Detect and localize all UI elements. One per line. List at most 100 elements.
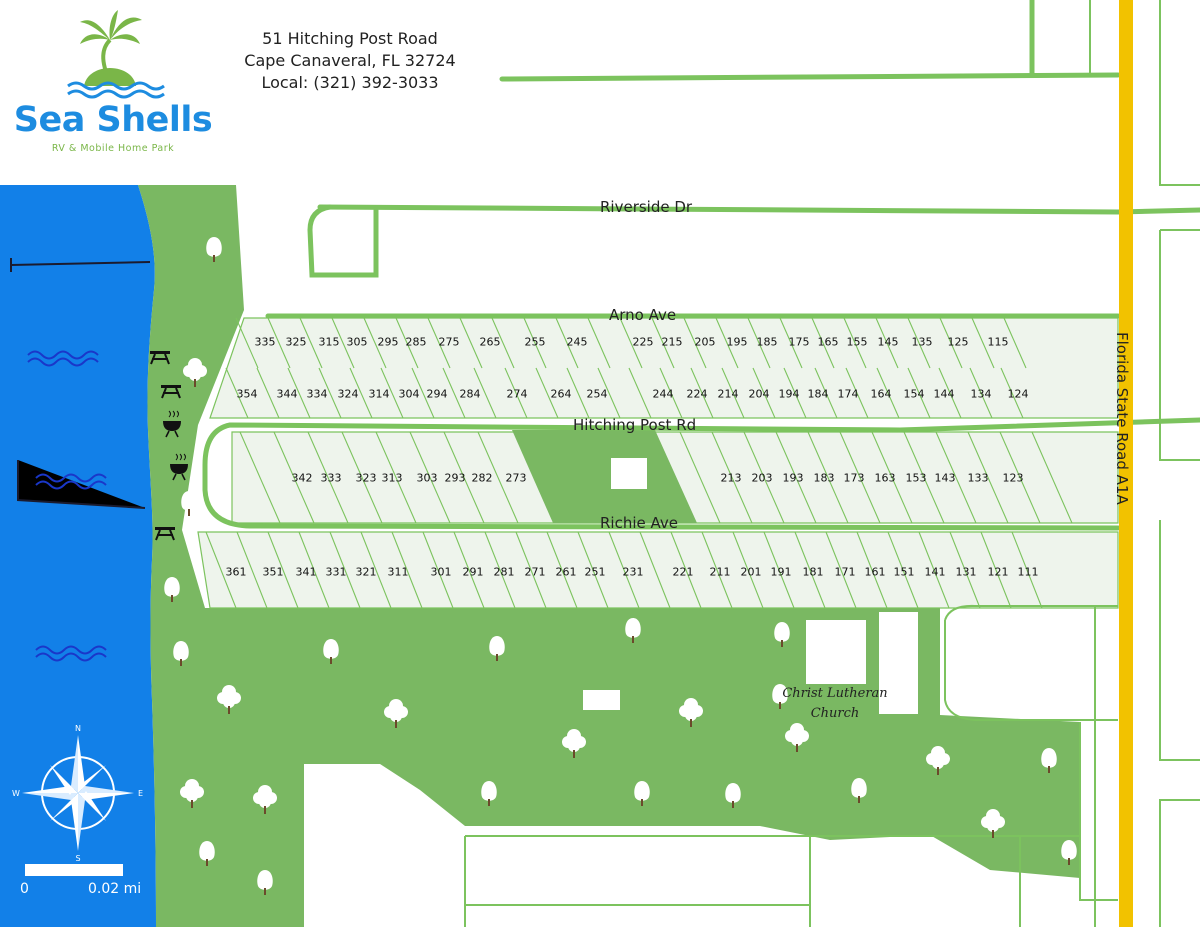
lot-number: 295 (377, 335, 399, 349)
lot-number: 161 (864, 565, 886, 579)
lot-number: 285 (405, 335, 427, 349)
lot-number: 205 (694, 335, 716, 349)
lot-number: 344 (276, 387, 298, 401)
compass-rose-icon: N S E W (12, 724, 143, 863)
street-label-richie: Richie Ave (600, 514, 678, 532)
lot-number: 231 (622, 565, 644, 579)
lot-number: 321 (355, 565, 377, 579)
park-logo-name: Sea Shells (13, 100, 213, 140)
compass-n: N (75, 724, 81, 733)
lot-number: 342 (291, 471, 313, 485)
highway-a1a (1119, 0, 1133, 927)
lot-number: 334 (306, 387, 328, 401)
lot-number: 275 (438, 335, 460, 349)
church-hall (879, 612, 918, 714)
lot-number: 191 (770, 565, 792, 579)
lot-number: 251 (584, 565, 606, 579)
lot-number: 335 (254, 335, 276, 349)
park-green-area (138, 185, 1080, 927)
street-label-hitching: Hitching Post Rd (573, 416, 697, 434)
lot-block-south (197, 531, 1119, 609)
lot-number: 163 (874, 471, 896, 485)
lot-number: 303 (416, 471, 438, 485)
lot-number: 315 (318, 335, 340, 349)
lot-number: 261 (555, 565, 577, 579)
park-pavilion (583, 690, 620, 710)
lot-number: 151 (893, 565, 915, 579)
palm-tree-logo-icon (67, 10, 165, 99)
lot-number: 125 (947, 335, 969, 349)
lot-number: 245 (566, 335, 588, 349)
compass-e: E (138, 789, 143, 798)
lot-number: 141 (924, 565, 946, 579)
lot-number: 291 (462, 565, 484, 579)
lot-number: 111 (1017, 565, 1039, 579)
lot-number: 135 (911, 335, 933, 349)
lot-number: 154 (903, 387, 925, 401)
lot-number: 254 (586, 387, 608, 401)
compass-w: W (12, 789, 20, 798)
lot-number: 215 (661, 335, 683, 349)
lot-number: 181 (802, 565, 824, 579)
lot-number: 333 (320, 471, 342, 485)
road-north-access (499, 72, 1121, 82)
lot-number: 281 (493, 565, 515, 579)
lot-number: 271 (524, 565, 546, 579)
lot-number: 294 (426, 387, 448, 401)
lot-number: 143 (934, 471, 956, 485)
lot-number: 314 (368, 387, 390, 401)
lot-number: 341 (295, 565, 317, 579)
lot-number: 305 (346, 335, 368, 349)
road-hitching (202, 417, 1200, 531)
lot-number: 133 (967, 471, 989, 485)
lot-number: 361 (225, 565, 247, 579)
lot-number: 331 (325, 565, 347, 579)
lot-number: 354 (236, 387, 258, 401)
lot-number: 121 (987, 565, 1009, 579)
road-riverside (317, 204, 1200, 215)
park-logo-subtitle: RV & Mobile Home Park (51, 143, 175, 154)
lot-number: 124 (1007, 387, 1029, 401)
lot-number: 221 (672, 565, 694, 579)
lot-number: 244 (652, 387, 674, 401)
address-line-1: 51 Hitching Post Road (262, 29, 438, 48)
lot-number: 224 (686, 387, 708, 401)
lot-number: 153 (905, 471, 927, 485)
compass-s: S (75, 854, 80, 863)
lot-number: 313 (381, 471, 403, 485)
lot-number: 225 (632, 335, 654, 349)
lot-number: 193 (782, 471, 804, 485)
dock-north (10, 258, 151, 272)
lot-number: 144 (933, 387, 955, 401)
lot-number: 174 (837, 387, 859, 401)
scale-bar (25, 864, 123, 876)
lot-number: 211 (709, 565, 731, 579)
lot-number: 201 (740, 565, 762, 579)
lot-number: 131 (955, 565, 977, 579)
address-line-2: Cape Canaveral, FL 32724 (244, 51, 456, 70)
lot-number: 274 (506, 387, 528, 401)
lot-number: 301 (430, 565, 452, 579)
lot-number: 204 (748, 387, 770, 401)
lot-number: 323 (355, 471, 377, 485)
church-label-line2: Church (810, 706, 860, 721)
community-building (611, 458, 647, 489)
lot-number: 173 (843, 471, 865, 485)
lot-number: 214 (717, 387, 739, 401)
lot-number: 115 (987, 335, 1009, 349)
lot-number: 311 (387, 565, 409, 579)
street-label-arno: Arno Ave (609, 306, 677, 324)
lot-number: 134 (970, 387, 992, 401)
lot-number: 325 (285, 335, 307, 349)
phone-number: Local: (321) 392-3033 (261, 73, 439, 92)
church-label: Christ Lutheran Church (780, 684, 890, 724)
lot-number: 155 (846, 335, 868, 349)
lot-number: 184 (807, 387, 829, 401)
lot-number: 284 (459, 387, 481, 401)
central-green (512, 430, 697, 523)
church-label-line1: Christ Lutheran (782, 686, 888, 701)
lot-number: 165 (817, 335, 839, 349)
